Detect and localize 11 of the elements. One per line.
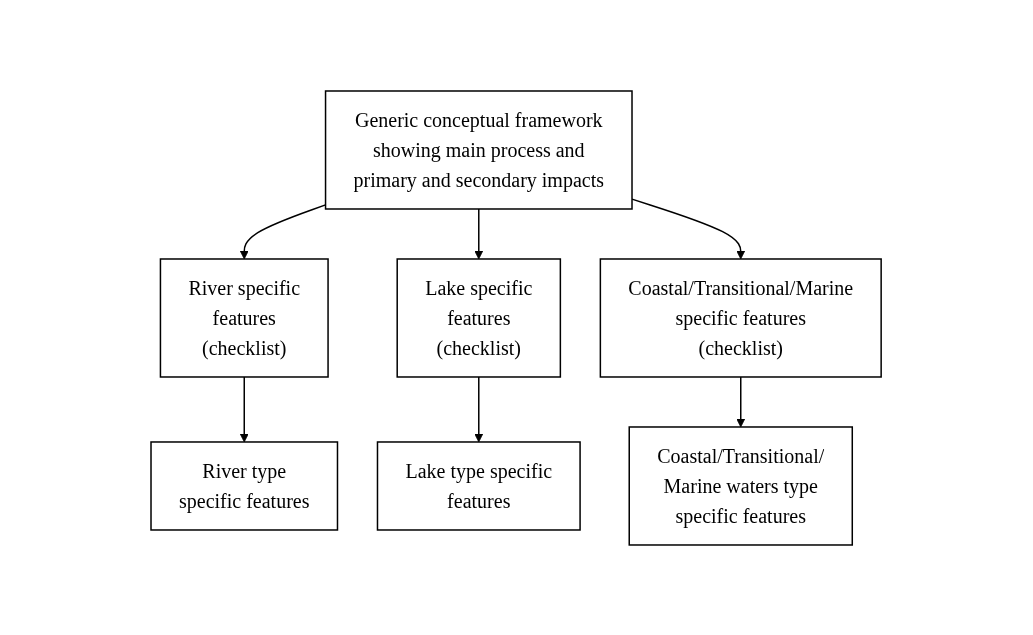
arrow bbox=[240, 375, 250, 442]
node-box: Coastal/Transitional/Marine specific features (checklist) bbox=[600, 257, 883, 378]
node-box: River type specific features bbox=[150, 440, 339, 531]
node-box: Coastal/Transitional/ Marine waters type specific features bbox=[628, 425, 854, 546]
arrow bbox=[474, 375, 484, 442]
arrow bbox=[474, 207, 484, 259]
node-box: Lake specific features (checklist) bbox=[396, 257, 562, 378]
node-box: Generic conceptual framework showing main process and primary and secondary impacts bbox=[325, 89, 634, 210]
node-box: Lake type specific features bbox=[377, 440, 582, 531]
arrow bbox=[736, 375, 746, 427]
node-box: River specific features (checklist) bbox=[160, 257, 330, 378]
